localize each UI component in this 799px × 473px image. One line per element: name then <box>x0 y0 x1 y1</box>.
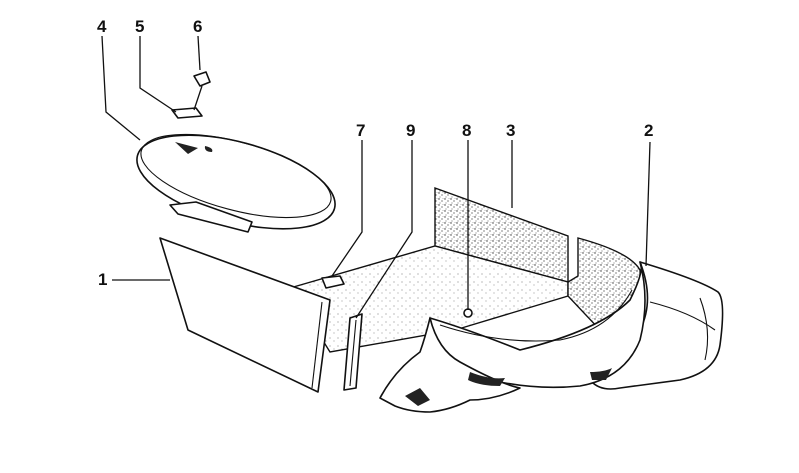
part-6-wing-bolt <box>193 71 211 111</box>
callout-9: 9 <box>406 121 415 140</box>
callout-2: 2 <box>644 121 653 140</box>
part-5-bracket <box>171 107 203 119</box>
callout-8: 8 <box>462 121 471 140</box>
callout-3: 3 <box>506 121 515 140</box>
part-7-clip <box>321 275 345 289</box>
part-4-spare-cover <box>136 133 336 233</box>
part-8-screw <box>463 308 473 318</box>
leader-lines <box>101 35 651 319</box>
callout-4: 4 <box>97 17 107 36</box>
callout-5: 5 <box>135 17 144 36</box>
part-1-front-panel <box>159 237 331 393</box>
callout-7: 7 <box>356 121 365 140</box>
callout-6: 6 <box>193 17 202 36</box>
callout-1: 1 <box>98 270 107 289</box>
